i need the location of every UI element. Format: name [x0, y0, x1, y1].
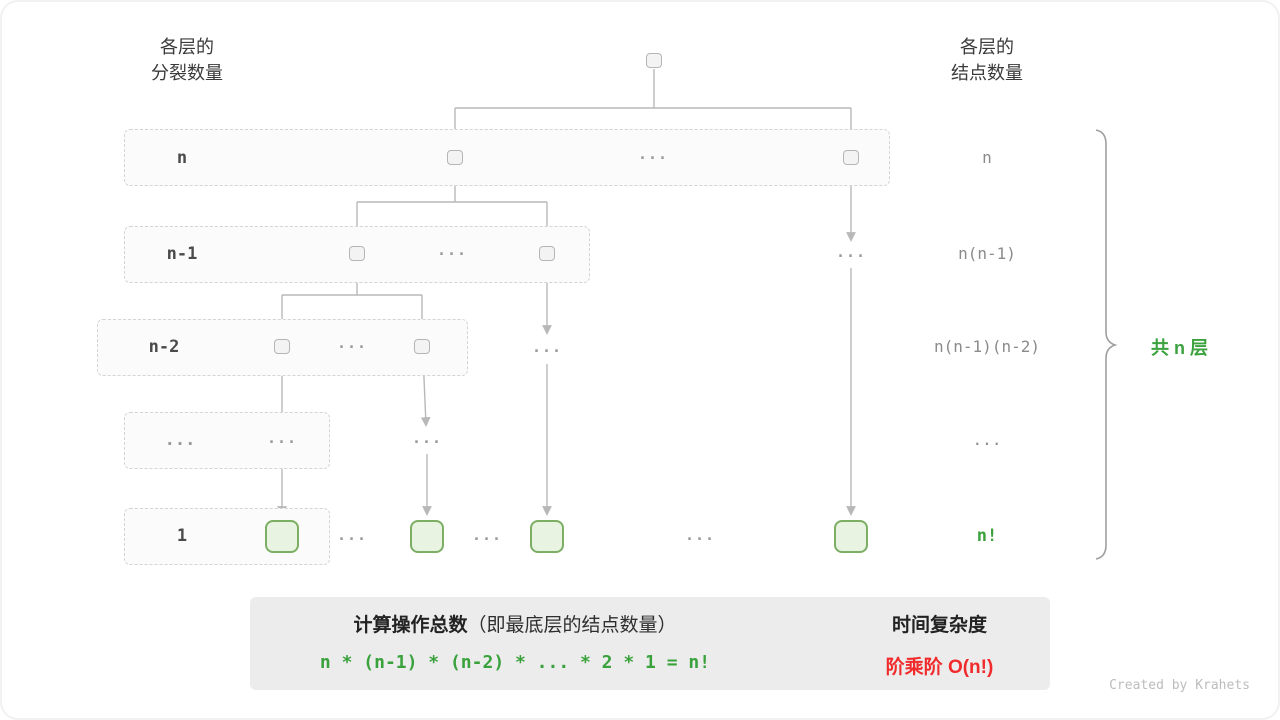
count-label-4: ...	[972, 430, 1002, 449]
leaf-node	[265, 520, 299, 553]
right-axis-title-line2: 结点数量	[951, 63, 1023, 83]
split-label-5: 1	[176, 526, 188, 546]
ellipsis: ...	[835, 243, 867, 261]
ellipsis: ...	[336, 334, 368, 352]
ellipsis: ...	[684, 526, 716, 544]
tree-node	[349, 246, 365, 261]
tree-node	[274, 339, 290, 354]
level-box-4	[124, 412, 330, 469]
right-axis-title-line1: 各层的	[960, 37, 1014, 57]
split-label-2: n-1	[166, 244, 198, 264]
ellipsis: ...	[471, 526, 503, 544]
summary-title-main: 计算操作总数	[353, 615, 468, 636]
ellipsis: ...	[531, 338, 563, 356]
tree-node	[843, 150, 859, 165]
tree-node-root	[646, 53, 662, 68]
split-label-4: ...	[164, 430, 196, 450]
ellipsis: ...	[436, 241, 468, 259]
tree-node	[414, 339, 430, 354]
count-label-5: n!	[976, 526, 998, 546]
total-layers-label: 共 n 层	[1151, 338, 1208, 358]
left-axis-title-line1: 各层的	[160, 37, 214, 57]
layers-brace	[1095, 129, 1118, 560]
split-label-1: n	[176, 148, 188, 168]
summary-title-note: （即最底层的结点数量）	[467, 615, 677, 636]
right-axis-title: 各层的 结点数量	[912, 34, 1062, 86]
left-axis-title-line2: 分裂数量	[151, 63, 223, 83]
ellipsis: ...	[266, 429, 298, 447]
left-axis-title: 各层的 分裂数量	[112, 34, 262, 86]
level-box-1	[124, 129, 890, 186]
summary-box	[250, 597, 1050, 690]
count-label-2: n(n-1)	[958, 244, 1016, 263]
summary-title: 计算操作总数（即最底层的结点数量）	[260, 610, 770, 637]
count-label-1: n	[982, 148, 992, 167]
level-box-3	[97, 319, 468, 376]
tree-node	[539, 246, 555, 261]
leaf-node	[410, 520, 444, 553]
complexity-title: 时间复杂度	[891, 615, 987, 636]
summary-formula: n * (n-1) * (n-2) * ... * 2 * 1 = n!	[319, 652, 711, 673]
split-label-3: n-2	[148, 337, 180, 357]
ellipsis: ...	[336, 526, 368, 544]
leaf-node	[834, 520, 868, 553]
leaf-node	[530, 520, 564, 553]
tree-node	[447, 150, 463, 165]
ellipsis: ...	[411, 429, 443, 447]
watermark: Created by Krahets	[1109, 678, 1250, 693]
complexity-value: 阶乘阶 O(n!)	[885, 657, 994, 678]
count-label-3: n(n-1)(n-2)	[934, 337, 1040, 356]
ellipsis: ...	[637, 145, 669, 163]
